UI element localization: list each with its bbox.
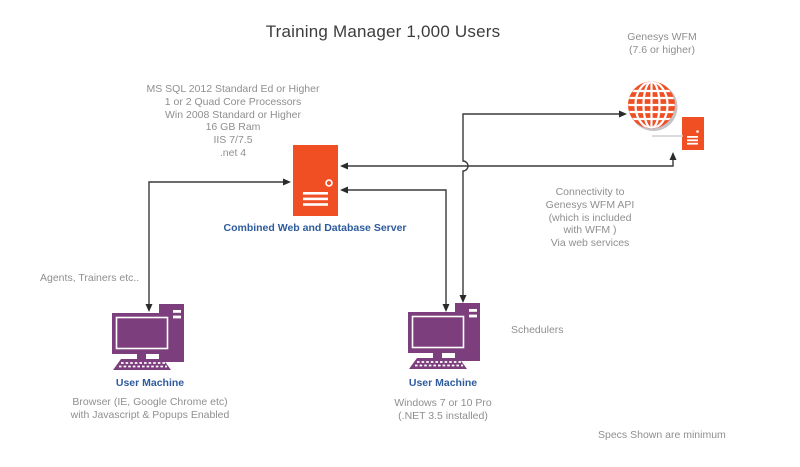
user-machine-right-notes: Windows 7 or 10 Pro (.NET 3.5 installed)	[353, 397, 533, 423]
connector-server-rightmachine	[348, 189, 447, 304]
wfm-api-note-line: Via web services	[550, 237, 630, 250]
server-spec-line: 1 or 2 Quad Core Processors	[164, 95, 302, 108]
arrowhead-into-server-right-bottom	[340, 186, 348, 194]
wfm-api-note-line: with WFM )	[563, 224, 617, 237]
wfm-api-note-line: Connectivity to	[555, 186, 625, 198]
server-spec-line: .net 4	[219, 146, 247, 159]
page-title: Training Manager 1,000 Users	[265, 22, 501, 41]
machine-note-line: Browser (IE, Google Chrome etc)	[72, 396, 228, 408]
wfm-name: Genesys WFM	[627, 31, 697, 43]
server-specs-note: MS SQL 2012 Standard Ed or Higher 1 or 2…	[108, 83, 358, 160]
footnote: Specs Shown are minimum	[598, 429, 726, 441]
server-spec-line: IIS 7/7.5	[213, 134, 253, 147]
wfm-api-note-line: (which is included	[548, 211, 632, 224]
server-spec-line: Win 2008 Standard or Higher	[165, 108, 301, 121]
agents-label: Agents, Trainers etc..	[40, 272, 140, 284]
server-small-icon	[682, 117, 704, 150]
server-tower-icon	[293, 145, 338, 216]
connector-server-wfm	[348, 160, 674, 167]
user-machine-right-label: User Machine	[408, 377, 478, 389]
connector-leftmachine-server	[148, 181, 283, 304]
wfm-api-note-line: Genesys WFM API	[545, 198, 635, 211]
globe-icon	[628, 81, 678, 131]
machine-note-line: (.NET 3.5 installed)	[398, 409, 488, 422]
machine-note-line: with Javascript & Popups Enabled	[70, 408, 230, 421]
wfm-api-note: Connectivity to Genesys WFM API (which i…	[520, 186, 660, 250]
arrowhead-into-rightmachine-tower	[459, 295, 467, 303]
user-machine-left-notes: Browser (IE, Google Chrome etc) with Jav…	[55, 396, 245, 422]
arrowhead-into-server-right-top	[340, 162, 348, 170]
wfm-version: (7.6 or higher)	[629, 43, 695, 56]
server-spec-line: MS SQL 2012 Standard Ed or Higher	[146, 83, 320, 95]
desktop-computer-icon-left	[112, 304, 184, 370]
arrowhead-into-server-left	[283, 178, 291, 186]
arrowhead-into-wfm-server	[669, 152, 677, 160]
schedulers-label: Schedulers	[511, 324, 564, 336]
wfm-title: Genesys WFM (7.6 or higher)	[592, 31, 732, 57]
user-machine-left-label: User Machine	[115, 377, 185, 389]
desktop-computer-icon-right	[408, 303, 480, 369]
server-spec-line: 16 GB Ram	[205, 121, 261, 134]
server-label: Combined Web and Database Server	[223, 222, 407, 234]
machine-note-line: Windows 7 or 10 Pro	[394, 397, 492, 409]
